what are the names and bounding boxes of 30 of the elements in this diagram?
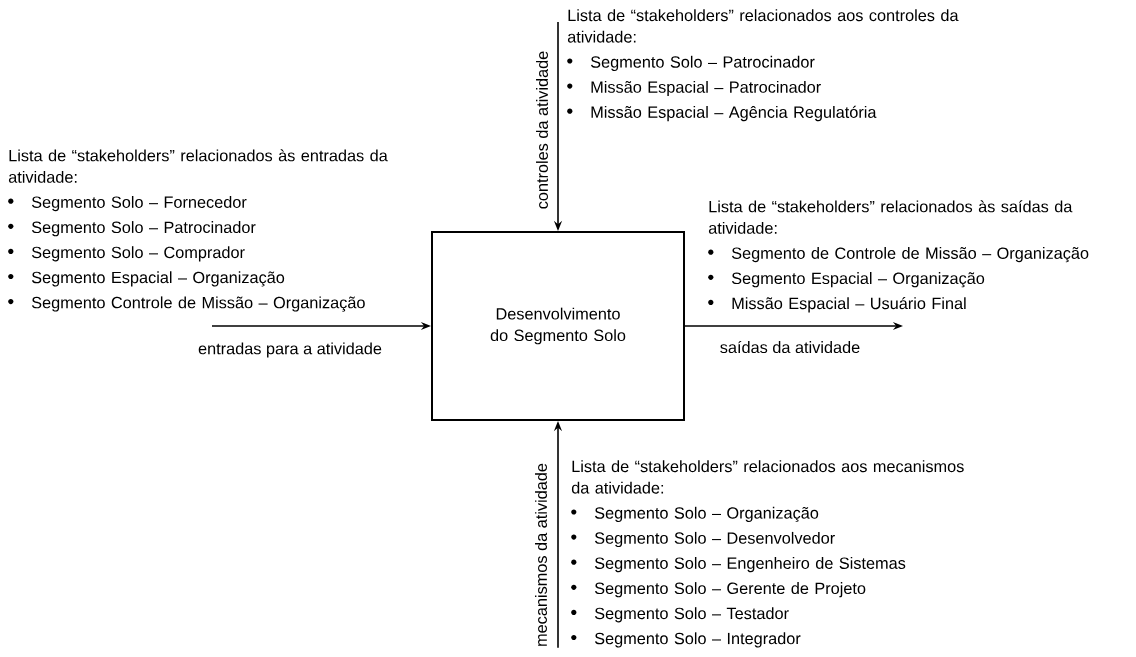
process-box: Desenvolvimento do Segmento Solo: [431, 231, 685, 421]
node-label: Lista de “stakeholders” relacionados às saídas da atividade:: [708, 200, 1073, 234]
node-label: Segmento Solo – Comprador: [31, 246, 245, 262]
node-label: Segmento Solo – Integrador: [594, 632, 801, 648]
stakeholder-list: Lista de “stakeholders” relacionados aos controles da atividade: Segmento Solo – Patrocinador Missão Espacial – Patrocinador Missão Espacial – Agência Regulatória: [567, 9, 959, 122]
node-label: Segmento Controle de Missão – Organização: [31, 296, 365, 312]
node-label: Segmento Solo – Desenvolvedor: [594, 531, 835, 548]
stakeholder-list: Lista de “stakeholders” relacionados aos mecanismos da atividade: Segmento Solo – Organização Segmento Solo – Desenvolvedor Segmento Solo – Engenheiro de Sistemas Segmento Solo – Gerente de Projeto Segmento Solo – Testador Segmento Solo – Integrador: [571, 460, 964, 648]
edge-label: entradas para a atividade: [198, 342, 382, 358]
node-label: Segmento de Controle de Missão – Organização: [731, 246, 1089, 263]
stakeholder-list: Lista de “stakeholders” relacionados às entradas da atividade: Segmento Solo – Fornecedor Segmento Solo – Patrocinador Segmento Solo – Comprador Segmento Espacial – Organização Segmento Controle de Missão – Organização: [8, 149, 388, 312]
node-label: Segmento Solo – Patrocinador: [31, 221, 256, 237]
edge-label: saídas da atividade: [720, 340, 860, 354]
node-label: Missão Espacial – Usuário Final: [732, 297, 966, 313]
node-label: Lista de “stakeholders” relacionados às entradas da atividade:: [8, 149, 388, 183]
node-label: Segmento Solo – Testador: [594, 607, 789, 623]
node-label: Segmento Solo – Gerente de Projeto: [594, 582, 866, 598]
node-label: Lista de “stakeholders” relacionados aos controles da atividade:: [567, 9, 959, 43]
node-label: Segmento Solo – Organização: [594, 506, 819, 523]
edge-label: mecanismos da atividade: [535, 463, 547, 646]
node-label: Lista de “stakeholders” relacionados aos mecanismos da atividade:: [571, 460, 964, 494]
stakeholder-list: Lista de “stakeholders” relacionados às saídas da atividade: Segmento de Controle de Missão – Organização Segmento Espacial – Organização Missão Espacial – Usuário Final: [708, 200, 1089, 313]
edge-label: controles da atividade: [536, 51, 548, 209]
node-label: Segmento Solo – Fornecedor: [31, 195, 247, 212]
node-label: Segmento Espacial – Organização: [731, 272, 985, 288]
node-label: Segmento Espacial – Organização: [31, 271, 285, 287]
node-label: Missão Espacial – Agência Regulatória: [591, 105, 877, 122]
node-label: Missão Espacial – Patrocinador: [591, 80, 821, 97]
node-label: Segmento Solo – Patrocinador: [590, 55, 815, 71]
node-label: Segmento Solo – Engenheiro de Sistemas: [594, 557, 906, 573]
